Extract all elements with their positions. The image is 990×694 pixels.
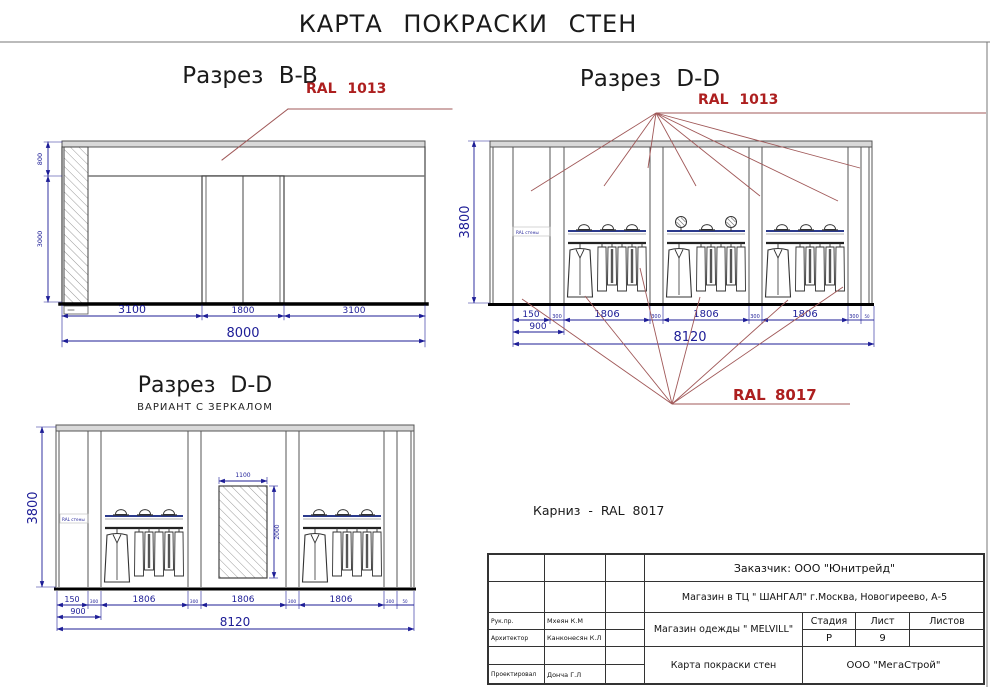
svg-text:8120: 8120 — [220, 615, 251, 629]
titleblock-grid-line — [489, 646, 984, 647]
section-bb-ral-callout: RAL 1013 — [306, 81, 387, 97]
mirror — [218, 485, 268, 579]
svg-text:300: 300 — [750, 314, 760, 320]
bb-left-dimensions — [43, 141, 63, 303]
page-title: КАРТА ПОКРАСКИ СТЕН — [298, 10, 638, 38]
titleblock-grid-line — [605, 555, 606, 684]
svg-text:300: 300 — [288, 599, 297, 605]
clothes-rack — [303, 510, 382, 582]
titleblock-grid-line — [802, 629, 984, 630]
sheet-frame — [0, 41, 990, 687]
svg-text:1100: 1100 — [235, 472, 250, 479]
stage-label: Стадия — [810, 615, 848, 627]
section-dd-drawing: RAL стены 3800 — [458, 112, 986, 405]
cornice-note: Карниз - RAL 8017 — [533, 503, 665, 518]
wall-note: RAL стены — [516, 230, 539, 235]
role-name: Донча Г.Л — [547, 670, 582, 679]
titleblock-grid-line — [489, 612, 984, 613]
dd-bottom-dimensions — [512, 306, 875, 347]
store-cell: Магазин одежды " MELVILL" — [653, 624, 794, 635]
svg-text:150: 150 — [522, 310, 539, 320]
svg-text:3100: 3100 — [118, 303, 146, 316]
section-dd-mirror-subheading: ВАРИАНТ С ЗЕРКАЛОМ — [137, 402, 273, 413]
clothes-rack — [105, 510, 184, 582]
role-label: Проектировал — [491, 671, 537, 678]
ddm-bottom-dimensions — [56, 591, 415, 632]
svg-text:300: 300 — [552, 314, 562, 320]
dd-ral1013-leaders — [530, 112, 986, 202]
sheet-value: 9 — [879, 632, 886, 644]
section-bb-heading: Разрез B-B — [182, 63, 318, 89]
svg-text:800: 800 — [36, 153, 44, 165]
section-dd-ral-top: RAL 1013 — [698, 92, 779, 108]
titleblock-grid-line — [489, 629, 644, 630]
role-name: Канконесян К.Л — [547, 634, 602, 642]
section-dd-ral-bottom: RAL 8017 — [733, 386, 817, 404]
wall-note: RAL стены — [62, 517, 85, 522]
svg-text:900: 900 — [529, 322, 546, 332]
svg-text:50: 50 — [402, 599, 408, 604]
svg-text:3800: 3800 — [26, 491, 41, 524]
section-dd-mirror-drawing: RAL стены 1100 2000 3800 — [26, 424, 416, 632]
bb-bottom-dimensions — [61, 304, 426, 348]
svg-text:8000: 8000 — [226, 326, 259, 341]
svg-text:300: 300 — [190, 599, 199, 605]
sheets-label: Листов — [929, 615, 965, 627]
sheet-label: Лист — [870, 615, 895, 627]
company-cell: ООО "МегаСтрой" — [846, 660, 941, 671]
svg-text:8120: 8120 — [673, 330, 706, 345]
svg-text:1806: 1806 — [330, 595, 353, 605]
stage-value: Р — [825, 632, 833, 644]
clothes-rack — [568, 225, 647, 297]
svg-text:1806: 1806 — [232, 595, 255, 605]
titleblock-grid-line — [489, 664, 644, 665]
doc-title-cell: Карта покраски стен — [670, 660, 777, 671]
role-label: Рук.пр. — [491, 617, 514, 625]
svg-text:1800: 1800 — [232, 306, 255, 316]
project-cell: Магазин в ТЦ " ШАНГАЛ" г.Москва, Новогир… — [681, 591, 948, 603]
titleblock-grid-line — [544, 555, 545, 684]
section-dd-heading: Разрез D-D — [579, 66, 721, 92]
svg-text:1806: 1806 — [594, 309, 619, 320]
title-block: Заказчик: ООО "Юнитрейд" Магазин в ТЦ " … — [487, 553, 985, 685]
clothes-rack — [766, 225, 845, 297]
svg-text:1806: 1806 — [693, 309, 718, 320]
svg-text:50: 50 — [864, 314, 870, 319]
customer-cell: Заказчик: ООО "Юнитрейд" — [733, 561, 896, 575]
titleblock-grid-line — [644, 555, 645, 684]
titleblock-grid-line — [802, 612, 803, 684]
svg-text:150: 150 — [64, 595, 79, 604]
clothes-rack — [667, 217, 746, 298]
svg-text:900: 900 — [70, 607, 85, 616]
section-dd-mirror-heading: Разрез D-D — [137, 373, 273, 398]
svg-text:300: 300 — [651, 314, 661, 320]
door — [201, 175, 285, 304]
svg-text:300: 300 — [849, 314, 859, 320]
dd-ral8017-leaders — [521, 267, 850, 405]
section-bb-drawing: 800 3000 3100 1800 3100 8000 — [36, 108, 453, 348]
titleblock-grid-line — [489, 581, 984, 582]
svg-text:3800: 3800 — [458, 205, 473, 238]
role-label: Архитектор — [491, 634, 529, 642]
svg-text:3100: 3100 — [343, 306, 366, 316]
role-name: Мхеян К.М — [547, 617, 583, 625]
sheets-value — [910, 630, 984, 646]
svg-text:1806: 1806 — [792, 309, 817, 320]
hatched-wall — [63, 146, 89, 304]
svg-text:300: 300 — [386, 599, 395, 605]
svg-text:2000: 2000 — [274, 524, 281, 539]
svg-text:300: 300 — [90, 599, 99, 605]
bb-ral-leader — [221, 108, 453, 161]
svg-text:3000: 3000 — [36, 231, 44, 248]
svg-text:1806: 1806 — [133, 595, 156, 605]
